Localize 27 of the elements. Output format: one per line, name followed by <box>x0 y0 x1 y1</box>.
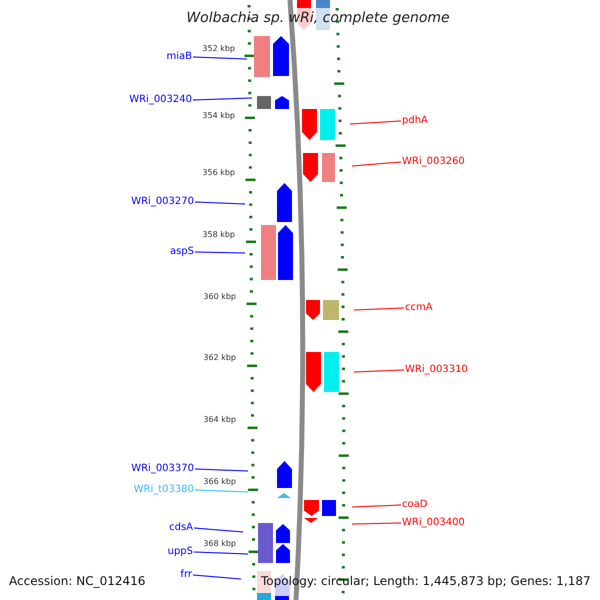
axis-tick-label: 368 kbp <box>203 540 236 548</box>
axis-tick-label: 354 kbp <box>202 112 235 120</box>
gene-label: cdsA <box>169 523 193 533</box>
axis-tick-label: 360 kbp <box>203 293 236 301</box>
axis-tick-label: 356 kbp <box>202 169 235 177</box>
gene-label: WRi_003400 <box>402 518 465 528</box>
genome-summary-text: Topology: circular; Length: 1,445,873 bp; Genes: 1,187 <box>261 575 591 587</box>
gene-label: aspS <box>170 247 194 257</box>
gene-label: miaB <box>166 52 192 62</box>
diagram-title: Wolbachia sp. wRi, complete genome <box>185 11 451 25</box>
gene-label: coaD <box>402 500 428 510</box>
gene-label: WRi_003240 <box>129 95 192 105</box>
axis-tick-label: 364 kbp <box>203 416 236 424</box>
gene-label: ccmA <box>405 303 433 313</box>
axis-tick-label: 362 kbp <box>203 354 236 362</box>
gene-label: WRi_003370 <box>131 464 194 474</box>
gene-label: WRi_003310 <box>405 365 468 375</box>
gene-label: uppS <box>168 547 193 557</box>
gene-label: WRi_003270 <box>131 197 194 207</box>
gene-label: WRi_t03380 <box>134 485 194 495</box>
gene-label: pdhA <box>402 116 428 126</box>
gene-label: WRi_003260 <box>402 157 465 167</box>
accession-text: Accession: NC_012416 <box>9 575 146 587</box>
axis-tick-label: 352 kbp <box>202 45 235 53</box>
axis-tick-label: 358 kbp <box>202 231 235 239</box>
axis-tick-label: 366 kbp <box>203 478 236 486</box>
gene-label: frr <box>180 570 192 580</box>
